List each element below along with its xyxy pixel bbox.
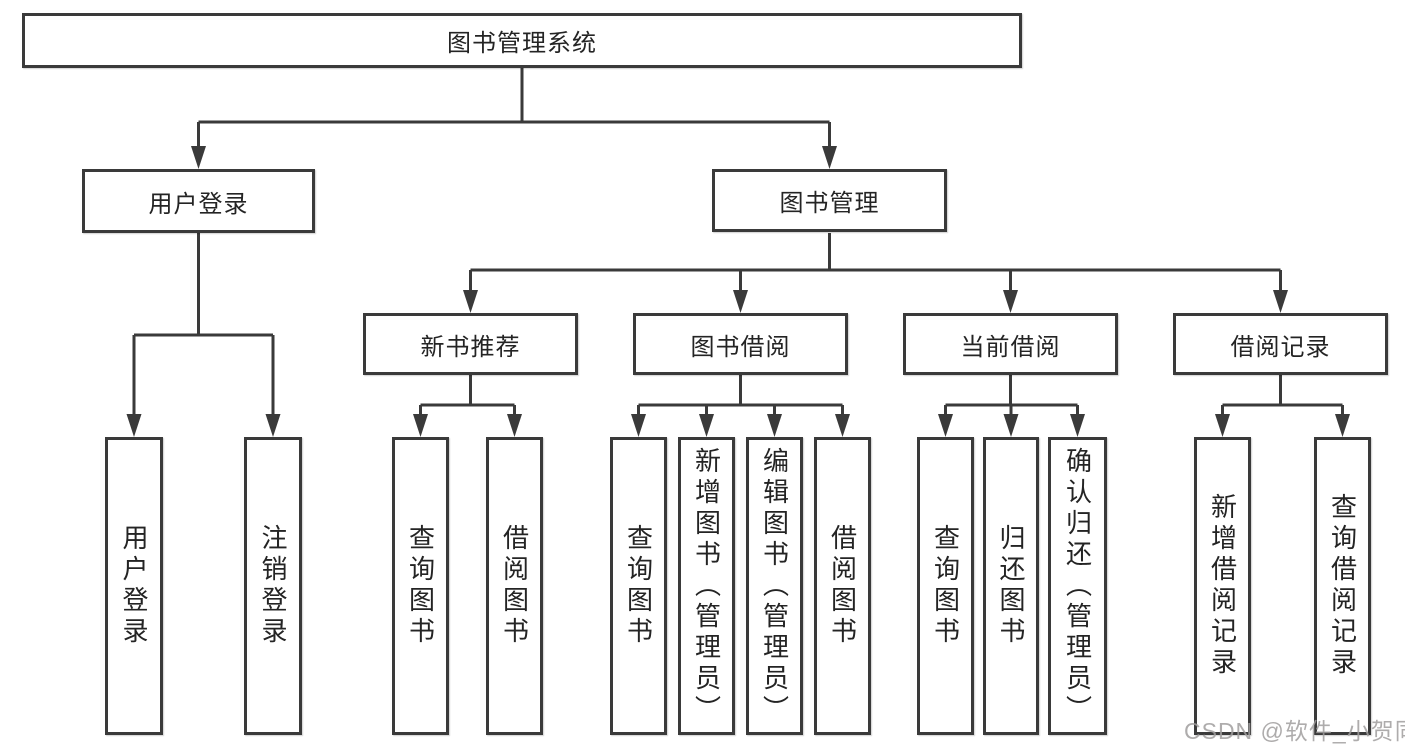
node-leaf-query-books-recommend: 查询图书 (392, 437, 449, 735)
node-current-borrowing: 当前借阅 (903, 313, 1118, 375)
node-leaf-edit-books-admin: 编辑图书（管理员） (746, 437, 803, 735)
node-library-management-system: 图书管理系统 (22, 13, 1022, 68)
node-leaf-confirm-return-admin: 确认归还（管理员） (1048, 437, 1107, 735)
node-book-management: 图书管理 (712, 169, 947, 232)
csdn-watermark: CSDN @软件_小贺同学 (1184, 718, 1405, 744)
node-user-login: 用户登录 (82, 169, 315, 233)
node-leaf-add-books-admin: 新增图书（管理员） (678, 437, 735, 735)
node-book-borrowing: 图书借阅 (633, 313, 848, 375)
node-leaf-query-borrow-record: 查询借阅记录 (1314, 437, 1371, 735)
node-borrowing-records: 借阅记录 (1173, 313, 1388, 375)
node-leaf-query-books-borrow: 查询图书 (610, 437, 667, 735)
node-leaf-return-books: 归还图书 (983, 437, 1039, 735)
node-new-book-recommendation: 新书推荐 (363, 313, 578, 375)
node-leaf-borrow-books: 借阅图书 (814, 437, 871, 735)
node-leaf-user-login: 用户登录 (105, 437, 163, 735)
node-leaf-borrow-books-recommend: 借阅图书 (486, 437, 543, 735)
node-leaf-logout: 注销登录 (244, 437, 302, 735)
node-leaf-query-books-current: 查询图书 (917, 437, 974, 735)
node-leaf-add-borrow-record: 新增借阅记录 (1194, 437, 1251, 735)
